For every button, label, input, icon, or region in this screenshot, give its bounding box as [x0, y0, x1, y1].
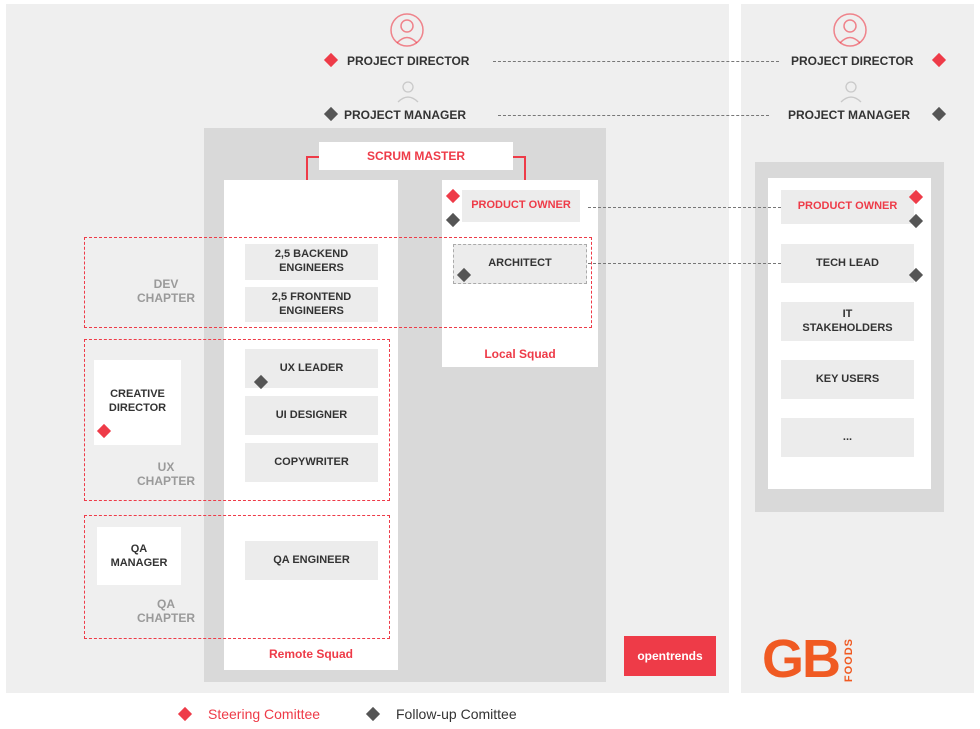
ux-chapter-label: UX CHAPTER — [136, 460, 195, 489]
product-owner-label: PRODUCT OWNER — [471, 199, 571, 212]
qa-chapter-box — [84, 515, 390, 639]
copywriter-box: COPYWRITER — [245, 443, 378, 482]
gb-product-owner-label: PRODUCT OWNER — [797, 200, 898, 213]
it-stakeholders-label: IT STAKEHOLDERS — [802, 307, 893, 334]
opentrends-logo-text: opentrends — [637, 649, 703, 663]
scrum-master-label: SCRUM MASTER — [367, 149, 465, 163]
key-users-box: KEY USERS — [781, 360, 914, 399]
copywriter-label: COPYWRITER — [274, 455, 349, 468]
product-owner-link-line — [588, 207, 781, 208]
ux-chapter-box — [84, 339, 390, 501]
product-owner-box: PRODUCT OWNER — [462, 190, 580, 222]
gb-project-manager-person-icon — [840, 81, 862, 103]
backend-engineers-label: 2,5 BACKEND ENGINEERS — [274, 248, 349, 274]
legend-followup-diamond-icon — [365, 706, 381, 722]
qa-engineer-box: QA ENGINEER — [245, 541, 378, 580]
gb-product-owner-box: PRODUCT OWNER — [781, 190, 914, 224]
gb-project-director-person-icon — [833, 13, 867, 47]
remote-squad-label: Remote Squad — [268, 647, 353, 661]
tech-lead-box: TECH LEAD — [781, 244, 914, 283]
gbfoods-logo-main: GB — [762, 629, 841, 689]
architect-box: ARCHITECT — [453, 244, 587, 284]
project-director-label: PROJECT DIRECTOR — [347, 54, 470, 68]
architect-link-line — [588, 263, 781, 264]
legend-steering-label: Steering Comittee — [208, 706, 321, 722]
ui-designer-label: UI DESIGNER — [275, 408, 348, 421]
gb-project-manager-label: PROJECT MANAGER — [788, 108, 911, 122]
gb-project-director-label: PROJECT DIRECTOR — [791, 54, 914, 68]
backend-engineers-box: 2,5 BACKEND ENGINEERS — [245, 244, 378, 280]
more-box: ... — [781, 418, 914, 457]
scrum-master-box: SCRUM MASTER — [319, 142, 513, 170]
project-director-person-icon — [390, 13, 424, 47]
project-manager-label: PROJECT MANAGER — [344, 108, 467, 122]
creative-director-label: CREATIVE DIRECTOR — [108, 388, 167, 414]
qa-manager-label: QA MANAGER — [110, 543, 168, 569]
gbfoods-logo: GB FOODS — [762, 626, 855, 686]
local-squad-label: Local Squad — [484, 347, 556, 361]
ui-designer-box: UI DESIGNER — [245, 396, 378, 435]
project-manager-person-icon — [397, 81, 419, 103]
ux-leader-label: UX LEADER — [279, 361, 344, 374]
architect-label: ARCHITECT — [488, 257, 552, 270]
dev-chapter-box — [84, 237, 592, 328]
manager-link-line — [498, 115, 769, 116]
gbfoods-logo-sub: FOODS — [843, 637, 855, 682]
director-link-line — [493, 61, 779, 62]
frontend-engineers-box: 2,5 FRONTEND ENGINEERS — [245, 287, 378, 322]
dev-chapter-label: DEV CHAPTER — [136, 277, 195, 306]
opentrends-logo: opentrends — [624, 636, 716, 676]
qa-engineer-label: QA ENGINEER — [273, 553, 350, 566]
qa-manager-box — [97, 527, 181, 585]
tech-lead-label: TECH LEAD — [816, 256, 879, 269]
legend-steering-diamond-icon — [177, 706, 193, 722]
key-users-label: KEY USERS — [815, 372, 880, 385]
more-label: ... — [842, 430, 853, 443]
legend-followup-label: Follow-up Comittee — [396, 706, 517, 722]
qa-chapter-label: QA CHAPTER — [136, 597, 195, 626]
frontend-engineers-label: 2,5 FRONTEND ENGINEERS — [271, 290, 352, 317]
it-stakeholders-box: IT STAKEHOLDERS — [781, 302, 914, 341]
